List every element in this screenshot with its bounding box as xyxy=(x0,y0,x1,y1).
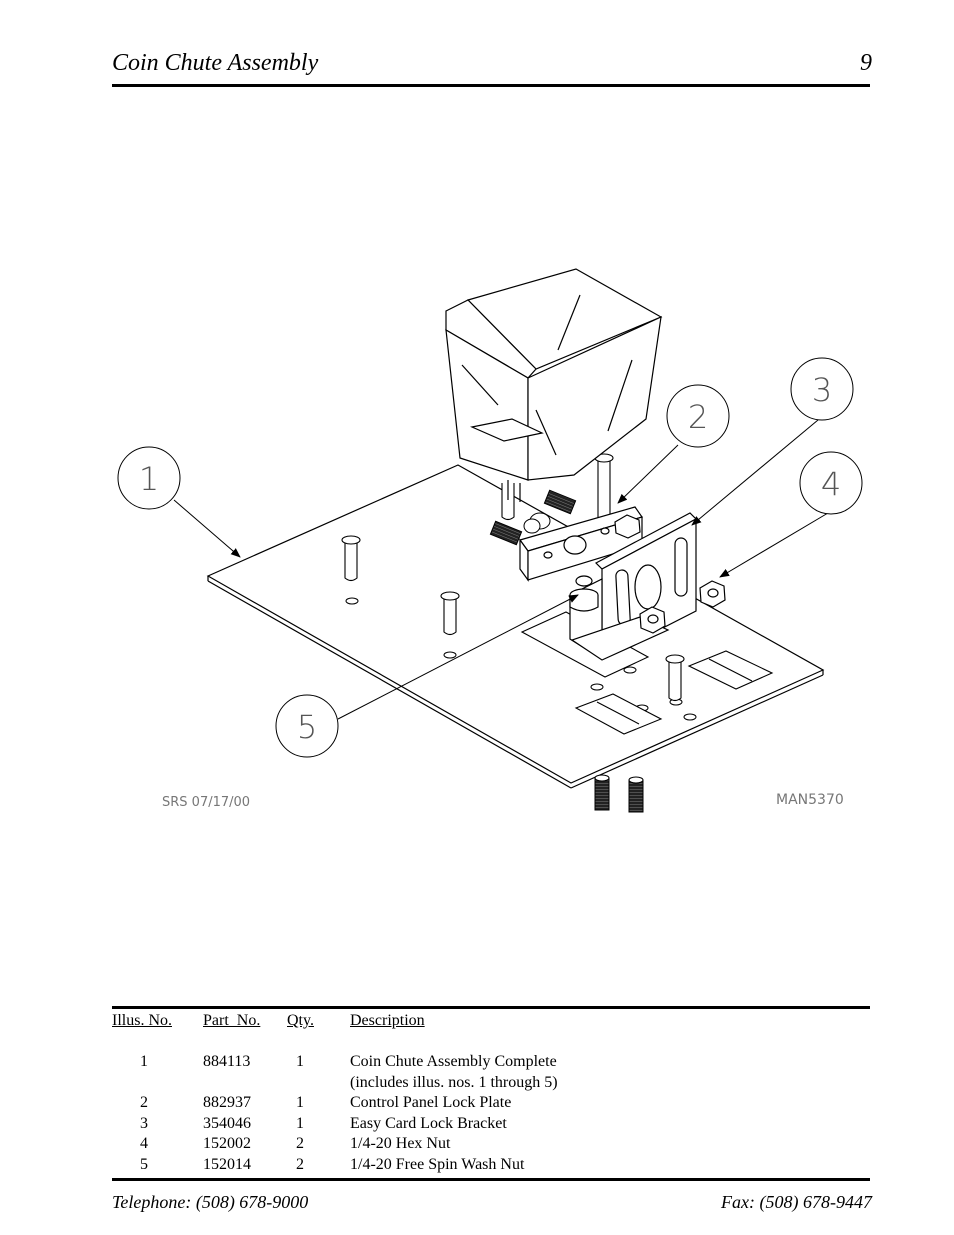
page-number: 9 xyxy=(860,50,872,76)
parts-table: Illus. No. Part No. Qty. Description 1 8… xyxy=(112,1012,870,1175)
svg-text:2: 2 xyxy=(688,398,708,436)
qty: 2 xyxy=(296,1135,304,1152)
callout-1: 1 xyxy=(117,446,181,510)
threaded-studs xyxy=(489,489,644,813)
part-no: 354046 xyxy=(203,1114,251,1132)
footer-telephone: Telephone: (508) 678-9000 xyxy=(112,1192,309,1212)
description: Coin Chute Assembly Complete xyxy=(350,1053,557,1070)
qty: 1 xyxy=(296,1114,304,1132)
table-row: 5 152014 2 1/4-20 Free Spin Wash Nut xyxy=(112,1155,870,1176)
plate-clips xyxy=(574,650,774,735)
callout-3: 3 xyxy=(790,357,854,421)
table-row: 4 152002 2 1/4-20 Hex Nut xyxy=(112,1134,870,1155)
illus-no: 5 xyxy=(140,1155,148,1173)
easy-card-lock-bracket xyxy=(569,512,697,661)
callout-4: 4 xyxy=(799,451,863,515)
illus-no: 1 xyxy=(140,1053,148,1070)
table-row: 2 882937 1 Control Panel Lock Plate xyxy=(112,1093,870,1114)
coin-chute-hopper xyxy=(445,268,663,502)
part-no: 884113 xyxy=(203,1053,251,1070)
hex-nuts xyxy=(614,514,726,634)
callout-2: 2 xyxy=(666,384,730,448)
callout-leaders xyxy=(173,419,829,720)
description: 1/4-20 Free Spin Wash Nut xyxy=(350,1155,525,1173)
col-illus-no: Illus. No. xyxy=(112,1012,172,1029)
col-description: Description xyxy=(350,1012,425,1029)
illus-no: 3 xyxy=(140,1114,148,1132)
assembly-diagram: 1 2 3 4 5 SRS 07/17/00 MAN5370 xyxy=(117,268,863,813)
base-plate xyxy=(206,464,825,789)
description: (includes illus. nos. 1 through 5) xyxy=(350,1073,558,1091)
description: Control Panel Lock Plate xyxy=(350,1094,512,1111)
header-rule xyxy=(112,84,870,87)
description: 1/4-20 Hex Nut xyxy=(350,1135,451,1152)
part-no: 152014 xyxy=(203,1155,251,1173)
table-rule-bottom xyxy=(112,1178,870,1181)
qty: 1 xyxy=(296,1094,304,1111)
qty: 2 xyxy=(296,1155,304,1173)
part-no: 882937 xyxy=(203,1094,251,1111)
qty: 1 xyxy=(296,1053,304,1070)
table-row: 3 354046 1 Easy Card Lock Bracket xyxy=(112,1114,870,1135)
illus-no: 2 xyxy=(140,1094,148,1111)
page-title: Coin Chute Assembly xyxy=(112,50,319,76)
svg-text:4: 4 xyxy=(821,465,841,503)
table-rule-top xyxy=(112,1006,870,1009)
table-row: 1 884113 1 Coin Chute Assembly Complete xyxy=(112,1052,870,1073)
callout-5: 5 xyxy=(275,694,339,758)
svg-text:3: 3 xyxy=(812,371,832,409)
col-qty: Qty. xyxy=(287,1012,314,1029)
part-no: 152002 xyxy=(203,1135,251,1152)
svg-text:5: 5 xyxy=(297,708,317,746)
footer-fax: Fax: (508) 678-9447 xyxy=(721,1192,872,1212)
description: Easy Card Lock Bracket xyxy=(350,1114,507,1132)
svg-text:1: 1 xyxy=(139,460,159,498)
drafter-stamp: SRS 07/17/00 xyxy=(162,795,250,810)
drawing-id: MAN5370 xyxy=(776,792,844,808)
table-header: Illus. No. Part No. Qty. Description xyxy=(112,1012,870,1052)
col-part-no: Part No. xyxy=(203,1012,261,1029)
illus-no: 4 xyxy=(140,1135,148,1152)
table-row: (includes illus. nos. 1 through 5) xyxy=(112,1073,870,1094)
